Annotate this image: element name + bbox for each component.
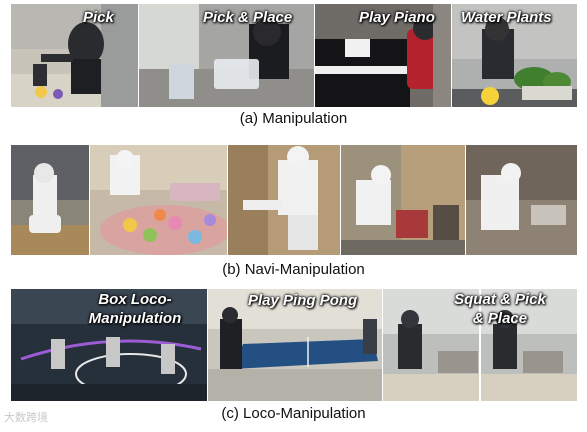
photo-play-piano (315, 4, 451, 107)
label-play-piano: Play Piano (359, 9, 435, 26)
label-squat-line1: Squat & Pick (454, 291, 546, 308)
photo-navi-3 (228, 145, 340, 255)
label-box-loco-line1: Box Loco- (98, 291, 172, 308)
label-box-loco-line2: Manipulation (88, 310, 182, 327)
photo-navi-1 (11, 145, 89, 255)
photo-navi-5 (466, 145, 577, 255)
caption-navi-manipulation: (b) Navi-Manipulation (222, 261, 365, 278)
photo-navi-4 (341, 145, 465, 255)
photo-pick (11, 4, 138, 107)
watermark: 大数跨境 (4, 412, 48, 424)
photo-water-plants (452, 4, 577, 107)
caption-manipulation: (a) Manipulation (239, 110, 348, 127)
photo-pick-and-place (139, 4, 314, 107)
label-play-ping-pong: Play Ping Pong (248, 292, 358, 309)
label-pick-and-place: Pick & Place (203, 9, 293, 26)
photo-squat-pick-place (383, 289, 577, 401)
photo-navi-2 (90, 145, 227, 255)
caption-loco-manipulation: (c) Loco-Manipulation (221, 405, 366, 422)
photo-play-ping-pong (208, 289, 382, 401)
label-squat-line2: & Place (472, 310, 528, 327)
label-water-plants: Water Plants (461, 9, 552, 26)
photo-box-loco-manipulation (11, 289, 207, 401)
label-pick: Pick (83, 9, 114, 26)
